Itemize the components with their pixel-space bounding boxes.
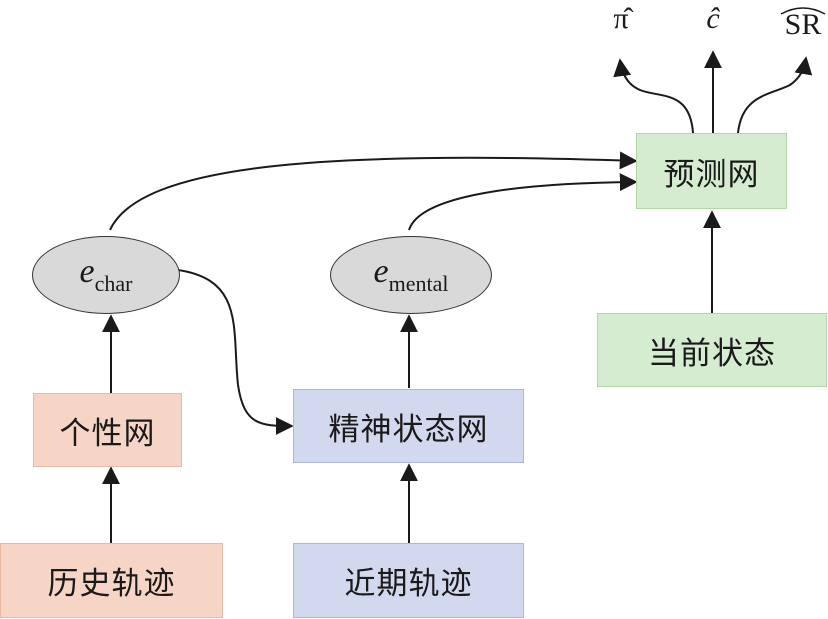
- arrow-to-sr: [737, 56, 813, 134]
- arrow-echar-to-prediction: [109, 151, 638, 231]
- history-trajectory-label: 历史轨迹: [47, 566, 176, 602]
- recent-trajectory-label: 近期轨迹: [344, 566, 473, 602]
- output-c: ĉ: [706, 2, 720, 35]
- e-char-node: echar: [32, 236, 180, 314]
- arrow-echar-to-mental: [177, 269, 294, 435]
- current-state-label: 当前状态: [648, 335, 776, 372]
- e-mental-base: e: [373, 253, 389, 290]
- e-char-base: e: [79, 253, 95, 290]
- output-sr: SR: [784, 8, 822, 41]
- personality-net-label: 个性网: [59, 415, 156, 452]
- personality-net-box: 个性网: [33, 393, 182, 467]
- recent-trajectory-box: 近期轨迹: [293, 543, 524, 618]
- e-mental-node: emental: [330, 236, 492, 314]
- history-trajectory-box: 历史轨迹: [0, 543, 223, 618]
- output-pi: π̂: [613, 2, 629, 35]
- e-char-subscript: char: [94, 271, 133, 296]
- mental-state-net-label: 精神状态网: [328, 411, 489, 448]
- sr-hat: [780, 7, 826, 15]
- current-state-box: 当前状态: [597, 313, 827, 387]
- mental-state-net-box: 精神状态网: [293, 389, 524, 463]
- e-mental-subscript: mental: [388, 271, 449, 296]
- prediction-net-label: 预测网: [663, 156, 760, 193]
- arrow-to-pi: [613, 58, 694, 134]
- prediction-net-box: 预测网: [636, 133, 787, 209]
- arrow-emental-to-prediction: [408, 173, 638, 231]
